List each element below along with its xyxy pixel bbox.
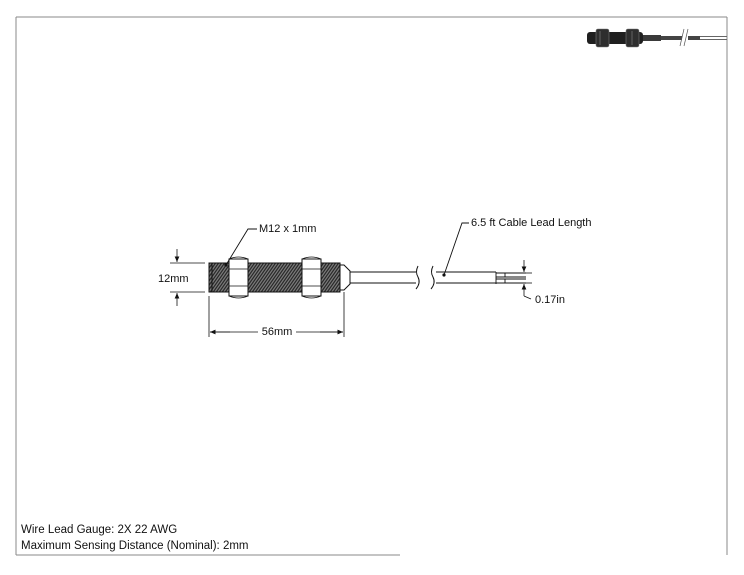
length-label: 56mm [262, 326, 293, 338]
sensing-distance-note: Maximum Sensing Distance (Nominal): 2mm [21, 540, 249, 552]
thread-callout-label: M12 x 1mm [259, 223, 316, 235]
wire-leads [495, 272, 526, 284]
length-dimension [208, 292, 345, 337]
hex-nut-front [228, 256, 249, 299]
diameter-label: 12mm [158, 273, 189, 285]
cable-length-label: 6.5 ft Cable Lead Length [471, 217, 591, 229]
wire-spacing-label: 0.17in [535, 294, 565, 306]
thread-callout: M12 x 1mm [224, 223, 316, 267]
diameter-dimension [170, 249, 205, 306]
cable-length-callout: 6.5 ft Cable Lead Length [442, 217, 591, 277]
wire-spacing-dimension [516, 260, 532, 300]
sheet-border [15, 16, 728, 556]
hex-nut-rear [301, 256, 322, 299]
wire-gauge-note: Wire Lead Gauge: 2X 22 AWG [21, 524, 178, 536]
cable [350, 265, 496, 290]
sensor-body [208, 256, 526, 299]
sensor-isometric-thumbnail-icon [587, 28, 727, 48]
